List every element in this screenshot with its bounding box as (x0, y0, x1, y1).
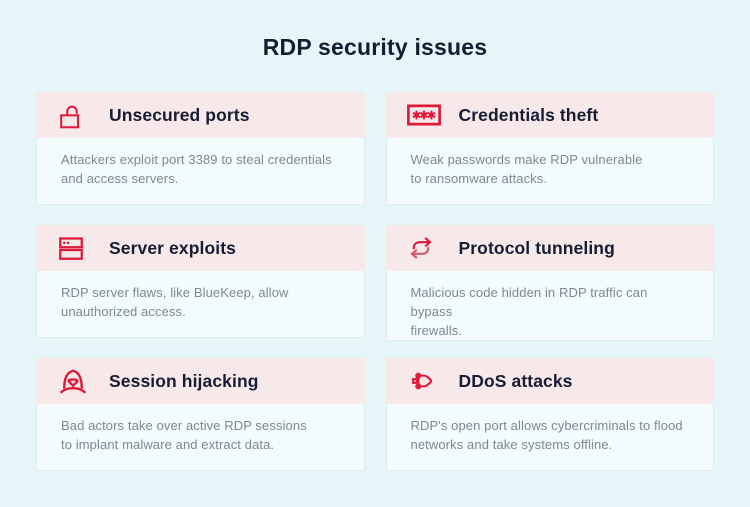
cards-grid: Unsecured ports Attackers exploit port 3… (36, 92, 714, 471)
card-body: RDP server flaws, like BlueKeep, allow u… (36, 271, 365, 338)
card-header: Session hijacking (36, 358, 365, 404)
card-title: Server exploits (109, 237, 236, 258)
card-title: Session hijacking (109, 370, 259, 391)
hooded-hacker-icon (56, 365, 92, 397)
card-title: DDoS attacks (458, 370, 573, 391)
card-body: Bad actors take over active RDP sessions… (36, 404, 365, 471)
card-description: Malicious code hidden in RDP traffic can… (410, 285, 648, 338)
unlocked-padlock-icon (56, 99, 92, 131)
ddos-bot-icon (406, 367, 442, 395)
card-credentials-theft: Credentials theft Weak passwords make RD… (385, 92, 714, 205)
card-header: DDoS attacks (385, 358, 714, 404)
card-body: Attackers exploit port 3389 to steal cre… (36, 138, 365, 205)
card-description: RDP server flaws, like BlueKeep, allow u… (61, 285, 289, 319)
card-session-hijacking: Session hijacking Bad actors take over a… (36, 358, 365, 471)
card-ddos-attacks: DDoS attacks RDP's open port allows cybe… (385, 358, 714, 471)
card-header: Server exploits (36, 225, 365, 271)
card-description: Attackers exploit port 3389 to steal cre… (61, 152, 332, 186)
card-body: RDP's open port allows cybercriminals to… (385, 404, 714, 471)
swap-arrows-icon (406, 234, 442, 262)
card-body: Weak passwords make RDP vulnerable to ra… (385, 138, 714, 205)
card-header: Unsecured ports (36, 92, 365, 138)
card-unsecured-ports: Unsecured ports Attackers exploit port 3… (36, 92, 365, 205)
card-body: Malicious code hidden in RDP traffic can… (385, 271, 714, 341)
card-title: Unsecured ports (109, 104, 250, 125)
card-protocol-tunneling: Protocol tunneling Malicious code hidden… (385, 225, 714, 341)
card-description: RDP's open port allows cybercriminals to… (410, 418, 683, 452)
card-header: Protocol tunneling (385, 225, 714, 271)
card-title: Protocol tunneling (458, 237, 615, 258)
page-title: RDP security issues (262, 34, 488, 60)
server-stack-icon (56, 233, 92, 263)
card-header: Credentials theft (385, 92, 714, 138)
card-description: Weak passwords make RDP vulnerable to ra… (410, 152, 643, 186)
card-title: Credentials theft (458, 104, 599, 125)
card-description: Bad actors take over active RDP sessions… (61, 418, 307, 452)
card-server-exploits: Server exploits RDP server flaws, like B… (36, 225, 365, 338)
password-asterisks-icon (406, 102, 442, 128)
